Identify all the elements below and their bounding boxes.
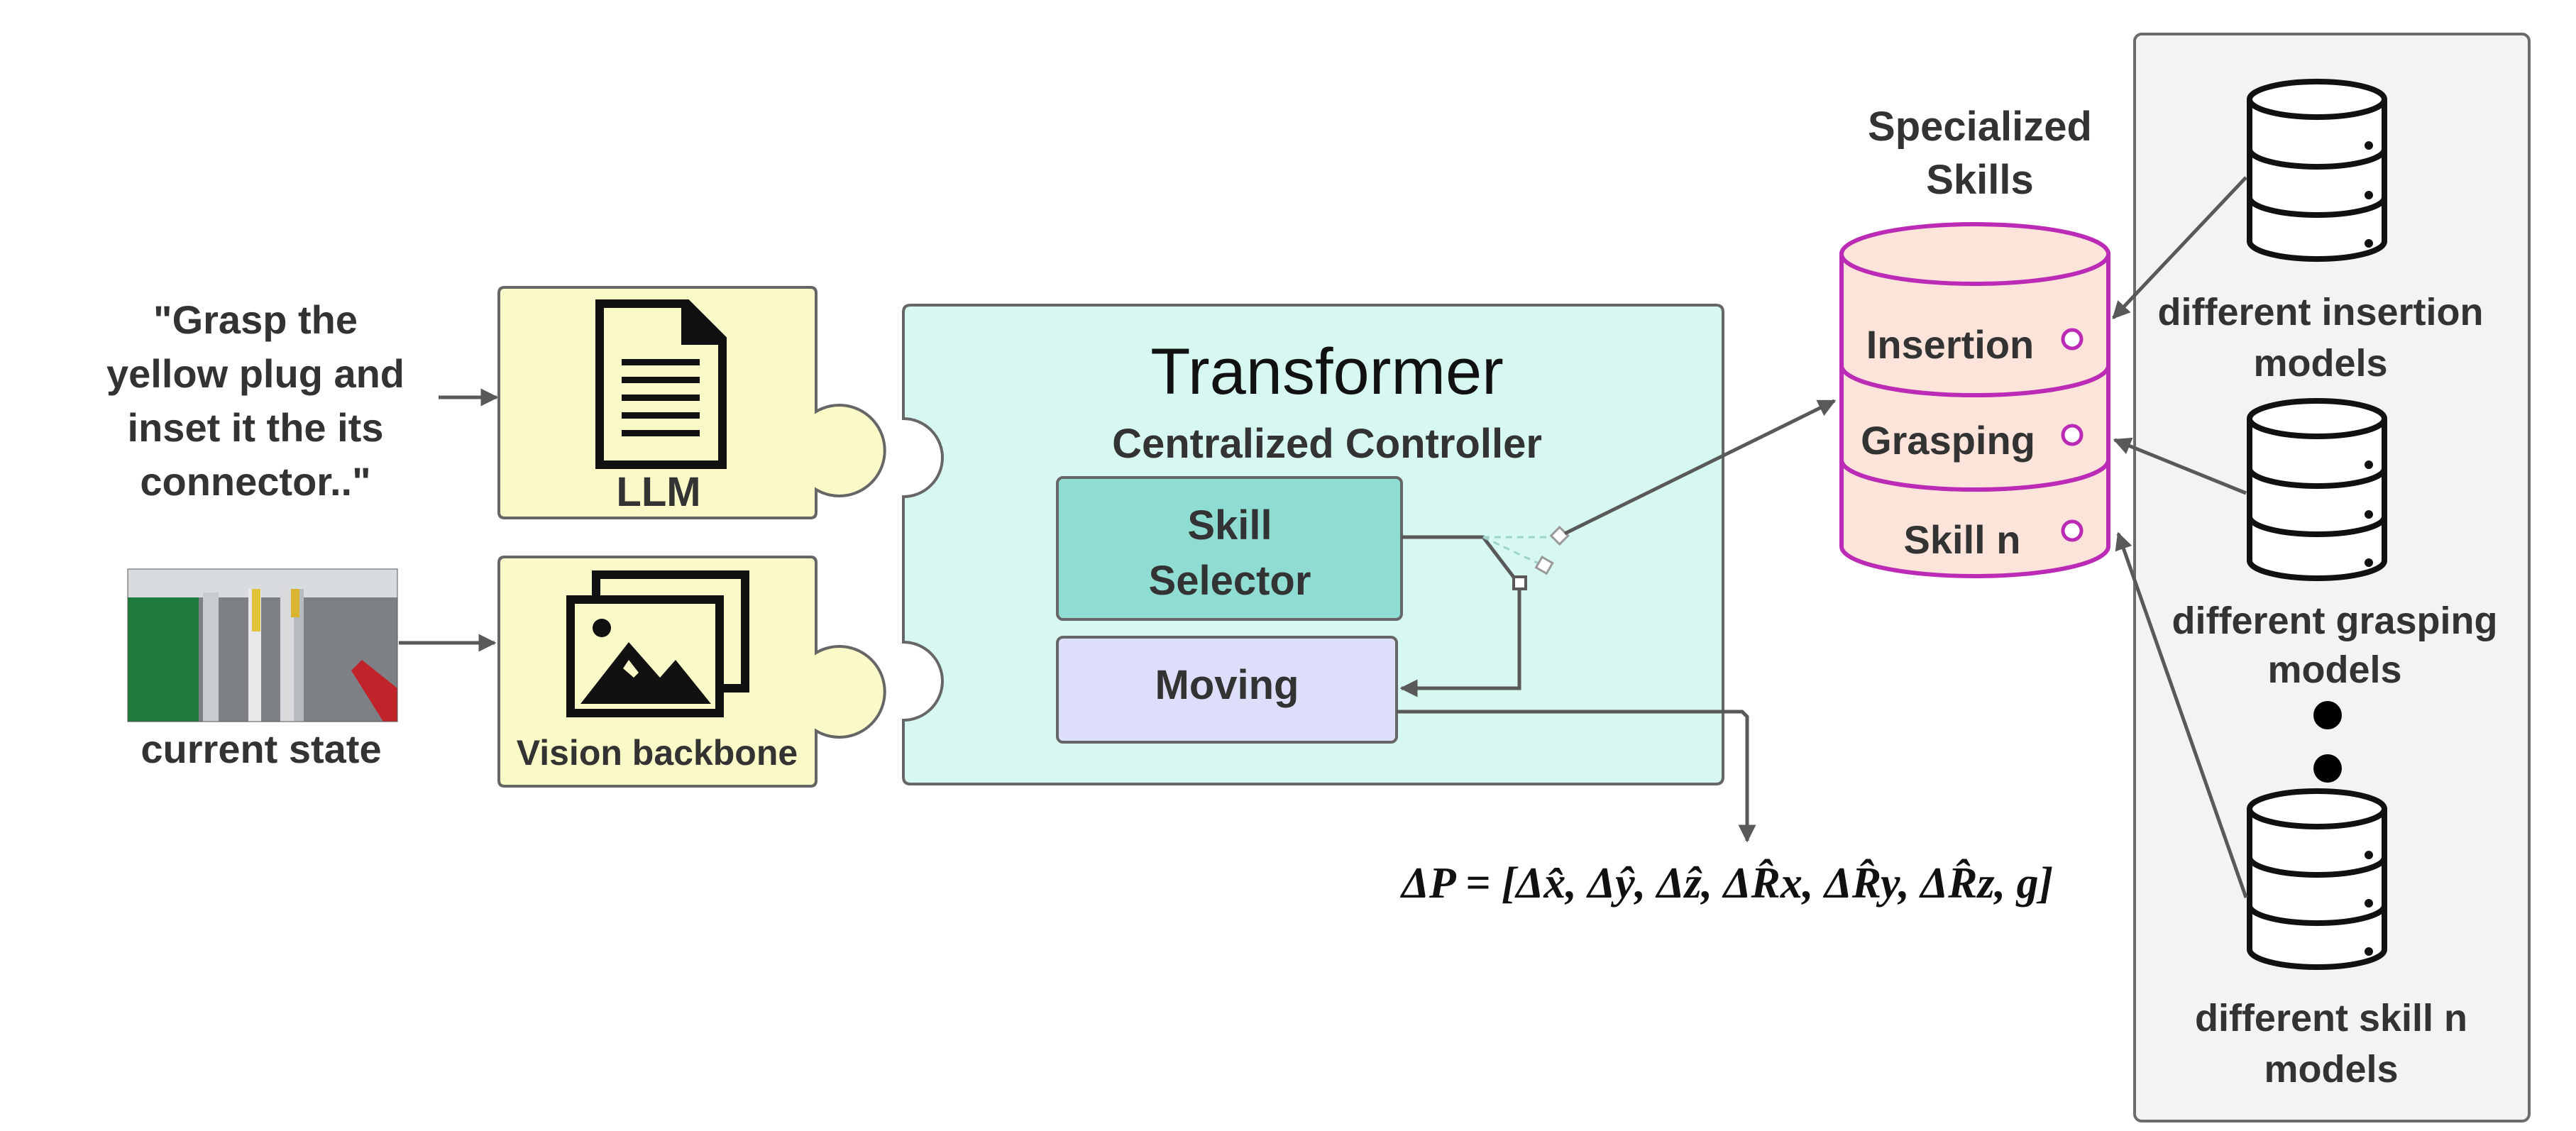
grasping-models-db-icon (2247, 398, 2387, 581)
document-icon (595, 299, 727, 469)
insertion-models-db-icon (2247, 79, 2387, 262)
switch-to-moving-arrow (1399, 589, 1521, 697)
transformer-subtitle: Centralized Controller (1112, 421, 1542, 467)
skill-layer-grasping: Grasping (1861, 418, 2035, 463)
insertion-models-arrow (2112, 176, 2247, 319)
specialized-skills-database: Insertion Grasping Skill n (1839, 222, 2110, 578)
grasping-models-label-1: different grasping (2172, 600, 2497, 642)
transformer-title: Transformer (1150, 336, 1504, 408)
moving-to-output-arrow (1397, 710, 1756, 843)
prompt-line-3: inset it the its (128, 405, 384, 450)
images-icon (566, 570, 749, 717)
specialized-skills-title: Specialized Skills (1868, 104, 2092, 203)
ellipsis-dots (2313, 701, 2342, 783)
current-state-label: current state (141, 727, 381, 771)
prompt-line-4: connector.." (140, 459, 370, 504)
skill-selector-line-1: Skill (1187, 502, 1272, 548)
prompt-line-2: yellow plug and (106, 351, 404, 396)
grasping-models-label-2: models (2267, 649, 2401, 691)
current-state-photo (127, 568, 398, 722)
llm-module: LLM (497, 286, 886, 519)
switch-to-skills-arrow (1563, 399, 1837, 536)
insertion-models-label-1: different insertion (2157, 291, 2483, 333)
moving-label: Moving (1155, 662, 1299, 708)
grasping-models-arrow (2113, 437, 2247, 495)
moving-box: Moving (1056, 636, 1398, 744)
skill-layer-skill-n: Skill n (1904, 517, 2021, 562)
llm-label: LLM (616, 469, 700, 515)
specialized-skills-title-line-1: Specialized (1868, 104, 2092, 150)
skill-selector-box: Skill Selector (1056, 476, 1403, 621)
skill-layer-insertion: Insertion (1866, 322, 2034, 367)
skill-n-models-label-1: different skill n (2195, 997, 2467, 1039)
specialized-skills-title-line-2: Skills (1926, 157, 2034, 203)
insertion-models-label-2: models (2253, 342, 2387, 385)
prompt-line-1: "Grasp the (153, 297, 358, 342)
skill-n-models-label-2: models (2264, 1048, 2398, 1091)
skill-switch (1402, 525, 1570, 590)
skill-n-models-arrow (2115, 531, 2248, 898)
skill-n-models-db-icon (2247, 788, 2387, 970)
vision-label: Vision backbone (517, 733, 798, 773)
vision-module: Vision backbone (497, 556, 886, 788)
output-formula: ΔP = [Δx̂, Δŷ, Δẑ, ΔR̂x, ΔR̂y, ΔR̂z, g] (1399, 859, 2053, 907)
prompt-text: "Grasp the yellow plug and inset it the … (106, 297, 404, 504)
skill-selector-line-2: Selector (1149, 558, 1311, 604)
